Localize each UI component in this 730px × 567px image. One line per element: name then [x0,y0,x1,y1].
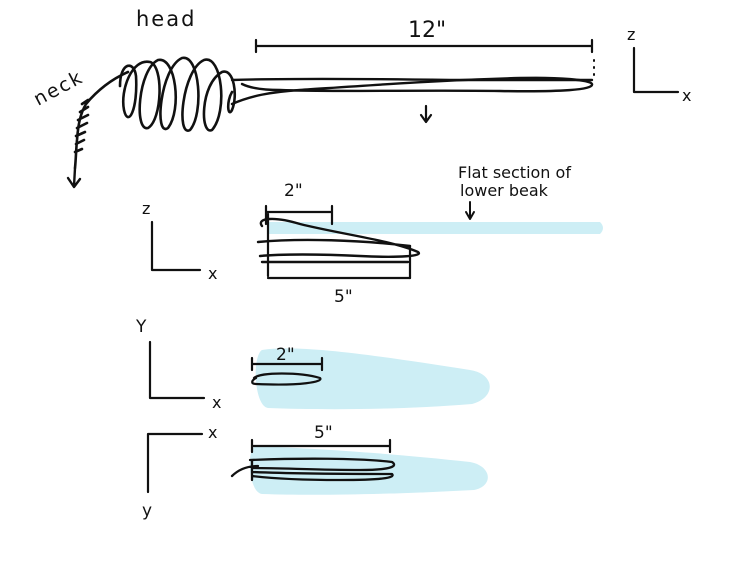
axes-zx-second [150,220,202,272]
flat-section-label-line2: lower beak [460,181,549,200]
axes-yx-third [148,340,206,400]
axis-y-third: Y [135,317,147,337]
flat-section-view: Flat section of lower beak 2" 5" z x [142,163,603,307]
length-dimension-line [254,38,594,54]
neck-label: neck [30,66,87,110]
flat-beak-scribble [256,217,421,264]
dim-5in-label-side: 5" [334,287,353,307]
flat-beak-vertical-lines [266,212,412,280]
head-coils [118,56,236,132]
top-view-2in: 2" Y x [135,317,490,412]
dim-2in-label: 2" [284,181,303,201]
dim-2in-line [264,204,334,226]
axes-xy-fourth [146,432,204,494]
axis-z-top: z [627,25,635,44]
down-arrow [419,104,433,124]
axis-x-third: x [212,393,221,412]
top-view-2in-scribble [251,372,322,386]
dim-5in-bottom-line [250,438,392,454]
axis-x-second: x [208,264,217,283]
side-profile-view: 12" head neck z x [30,7,691,189]
dim-5in-bottom-label: 5" [314,423,333,443]
axis-z-second: z [142,199,150,218]
bottom-view-5in-scribble [230,457,396,482]
lower-beak-outline [230,76,594,106]
flat-section-highlight [268,222,603,234]
upper-beak-outline [230,77,594,82]
length-dimension-label: 12" [408,18,446,43]
axes-zx-top [632,46,680,94]
axis-x-top: x [682,86,691,105]
axis-x-fourth: x [208,423,217,442]
neck-arrow [66,166,82,189]
bottom-view-5in: 5" x y [142,423,488,521]
neck-scribble [73,70,130,170]
head-label: head [136,7,196,31]
dim-2in-top-label: 2" [276,345,295,365]
dim-2in-top-line [250,356,324,372]
flat-section-arrow [465,201,475,220]
flat-section-label-line1: Flat section of [458,163,571,182]
axis-y-fourth: y [142,501,152,521]
